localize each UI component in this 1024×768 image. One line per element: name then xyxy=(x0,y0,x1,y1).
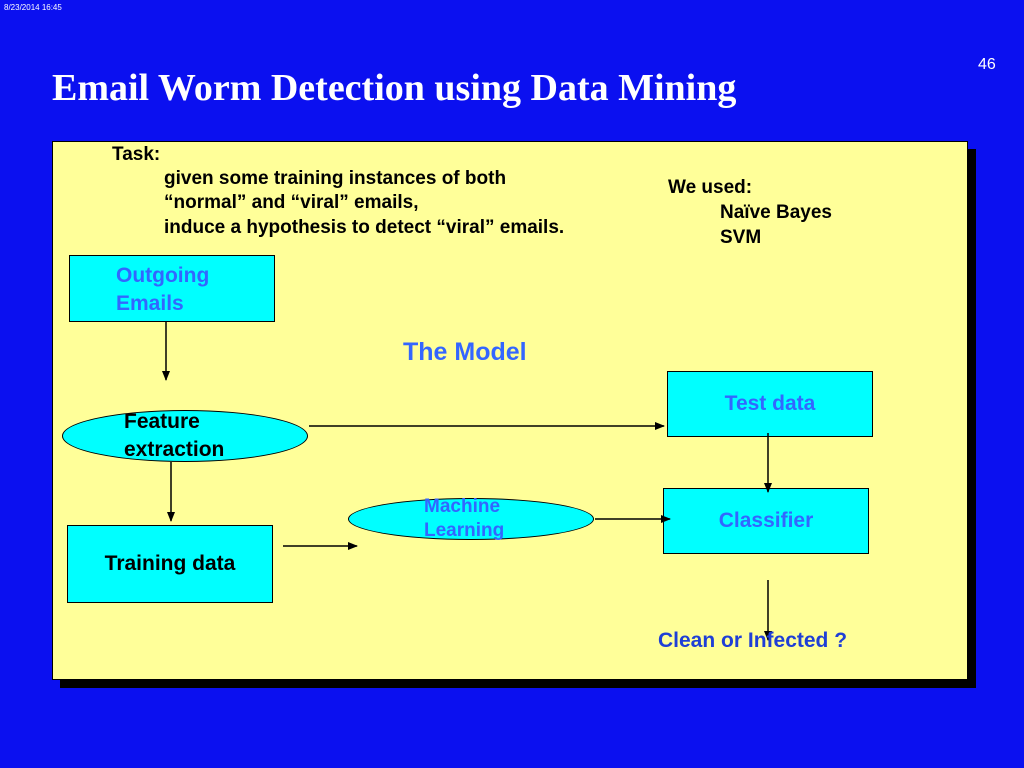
method-svm: SVM xyxy=(720,227,762,248)
feature-extraction-label-2: extraction xyxy=(124,438,225,461)
methods-heading: We used: xyxy=(668,177,753,198)
task-line-2: “normal” and “viral” emails, xyxy=(164,192,419,213)
model-label: The Model xyxy=(403,338,527,366)
task-heading: Task: xyxy=(112,144,161,165)
training-data-label: Training data xyxy=(104,552,236,575)
task-line-3: induce a hypothesis to detect “viral” em… xyxy=(164,217,565,238)
machine-learning-node xyxy=(348,498,594,540)
outgoing-emails-label-1: Outgoing xyxy=(116,264,210,287)
training-data-node xyxy=(67,525,273,603)
machine-learning-label-2: Learning xyxy=(424,520,505,541)
test-data-node xyxy=(667,371,873,437)
slide-title: Email Worm Detection using Data Mining xyxy=(52,67,737,109)
method-naive-bayes: Naïve Bayes xyxy=(720,202,832,223)
feature-extraction-label-1: Feature xyxy=(124,410,200,433)
slide-datetime: 8/23/2014 16:45 xyxy=(4,3,62,12)
outgoing-emails-label-2: Emails xyxy=(116,292,184,315)
outgoing-emails-node xyxy=(69,255,275,322)
test-data-label: Test data xyxy=(724,392,816,415)
result-label: Clean or Infected ? xyxy=(658,629,848,652)
task-line-1: given some training instances of both xyxy=(164,168,507,189)
machine-learning-label-1: Machine xyxy=(424,496,501,517)
slide-number: 46 xyxy=(978,56,996,73)
classifier-label: Classifier xyxy=(718,509,814,532)
feature-extraction-node xyxy=(62,410,308,462)
classifier-node xyxy=(663,488,869,554)
